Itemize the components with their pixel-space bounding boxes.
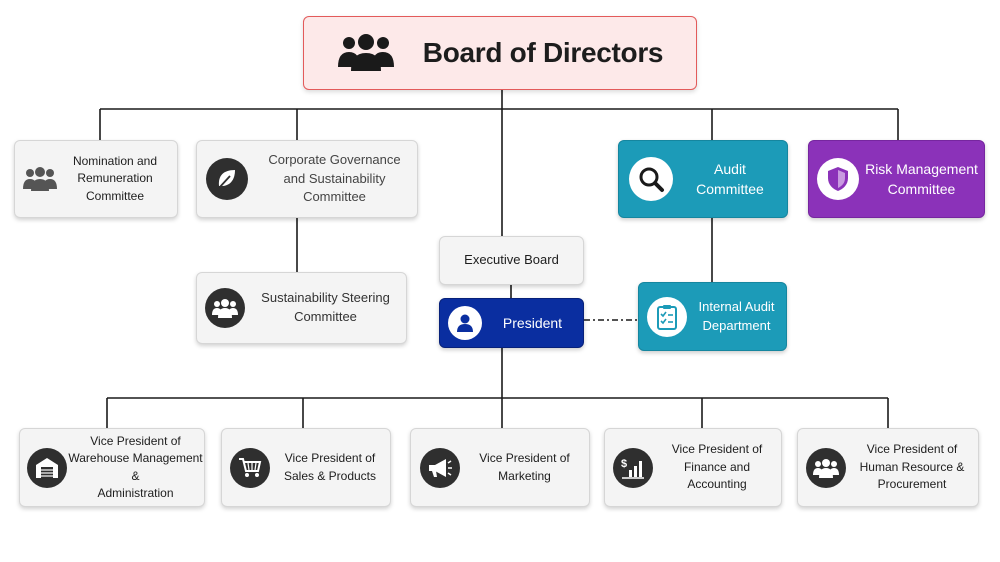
board-title: Board of Directors xyxy=(422,36,664,68)
shield-icon xyxy=(817,158,859,200)
governance-committee-label: Corporate Governance and Sustainability … xyxy=(268,151,401,205)
vp-finance-label: Vice President of Finance and Accounting xyxy=(671,442,763,492)
vp-sales-box: Vice President of Sales & Products xyxy=(221,428,391,507)
internal-audit-label: Internal Audit Department xyxy=(698,298,775,333)
vp-sales-label: Vice President of Sales & Products xyxy=(283,451,377,483)
people-icon xyxy=(23,167,57,191)
finance-chart-icon: $ xyxy=(613,447,653,488)
internal-audit-box: Internal Audit Department xyxy=(638,282,787,351)
vp-hr-box: Vice President of Human Resource & Procu… xyxy=(797,428,979,507)
nomination-committee-box: Nomination and Remuneration Committee xyxy=(14,140,178,218)
magnifier-icon xyxy=(629,157,673,201)
vp-finance-box: $ Vice President of Finance and Accounti… xyxy=(604,428,782,507)
audit-committee-label: Audit Committee xyxy=(696,160,764,197)
executive-board-box: Executive Board xyxy=(439,236,584,285)
cart-icon xyxy=(230,447,270,488)
board-of-directors-box: Board of Directors xyxy=(303,16,697,90)
audit-committee-box: Audit Committee xyxy=(618,140,788,218)
svg-text:$: $ xyxy=(621,458,627,470)
warehouse-icon xyxy=(27,447,67,488)
governance-committee-box: Corporate Governance and Sustainability … xyxy=(196,140,418,218)
people-group-icon xyxy=(205,288,245,328)
leaf-icon xyxy=(206,158,248,200)
risk-committee-label: Risk Management Committee xyxy=(865,160,978,197)
executive-board-label: Executive Board xyxy=(464,252,559,268)
president-box: President xyxy=(439,298,584,348)
megaphone-icon xyxy=(420,447,460,488)
vp-warehouse-box: Vice President of Warehouse Management &… xyxy=(19,428,205,507)
people-group-icon xyxy=(337,34,394,71)
vp-hr-label: Vice President of Human Resource & Procu… xyxy=(859,442,965,492)
risk-committee-box: Risk Management Committee xyxy=(808,140,985,218)
sustainability-committee-box: Sustainability Steering Committee xyxy=(196,272,407,344)
checklist-icon xyxy=(647,296,687,337)
person-icon xyxy=(448,306,482,340)
president-label: President xyxy=(502,314,563,331)
nomination-committee-label: Nomination and Remuneration Committee xyxy=(72,153,158,203)
vp-marketing-box: Vice President of Marketing xyxy=(410,428,590,507)
vp-marketing-label: Vice President of Marketing xyxy=(479,451,570,483)
sustainability-committee-label: Sustainability Steering Committee xyxy=(261,290,390,324)
vp-warehouse-label: Vice President of Warehouse Management &… xyxy=(68,433,203,500)
people-group-icon xyxy=(806,447,846,488)
